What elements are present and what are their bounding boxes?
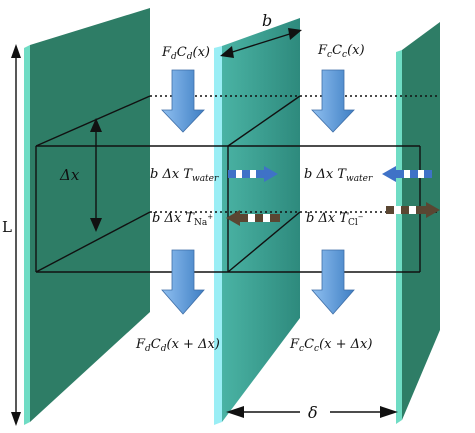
water-arrow-right bbox=[382, 166, 432, 182]
water-transport-left-label: b Δx Twater bbox=[150, 167, 219, 184]
flux-arrow-conc-in bbox=[311, 69, 355, 133]
dx-dimension bbox=[90, 118, 102, 232]
delta-dimension bbox=[226, 406, 398, 418]
sodium-arrow bbox=[226, 210, 280, 226]
flux-arrow-conc-out bbox=[311, 249, 355, 315]
water-arrow-left bbox=[228, 166, 278, 182]
flux-dilute-out-label: FdCd(x + Δx) bbox=[135, 337, 220, 354]
length-label: L bbox=[2, 218, 12, 236]
length-dimension bbox=[11, 44, 21, 426]
b-dimension bbox=[220, 28, 302, 58]
flux-dilute-in-label: FdCd(x) bbox=[161, 45, 210, 62]
flux-conc-out-label: FcCc(x + Δx) bbox=[289, 337, 372, 354]
water-transport-right-label: b Δx Twater bbox=[304, 167, 373, 184]
dx-label: Δx bbox=[59, 166, 80, 184]
flux-conc-in-label: FcCc(x) bbox=[317, 43, 365, 60]
chloride-transport-label: b Δx TCl− bbox=[306, 211, 364, 228]
delta-label: δ bbox=[308, 403, 318, 422]
sodium-transport-label: b Δx TNa+ bbox=[152, 211, 213, 228]
left-membrane bbox=[24, 8, 150, 425]
right-membrane bbox=[396, 22, 440, 424]
b-label: b bbox=[262, 11, 272, 30]
flux-arrow-dilute-in bbox=[161, 69, 205, 133]
flux-arrow-dilute-out bbox=[161, 249, 205, 315]
chloride-arrow bbox=[386, 202, 440, 218]
